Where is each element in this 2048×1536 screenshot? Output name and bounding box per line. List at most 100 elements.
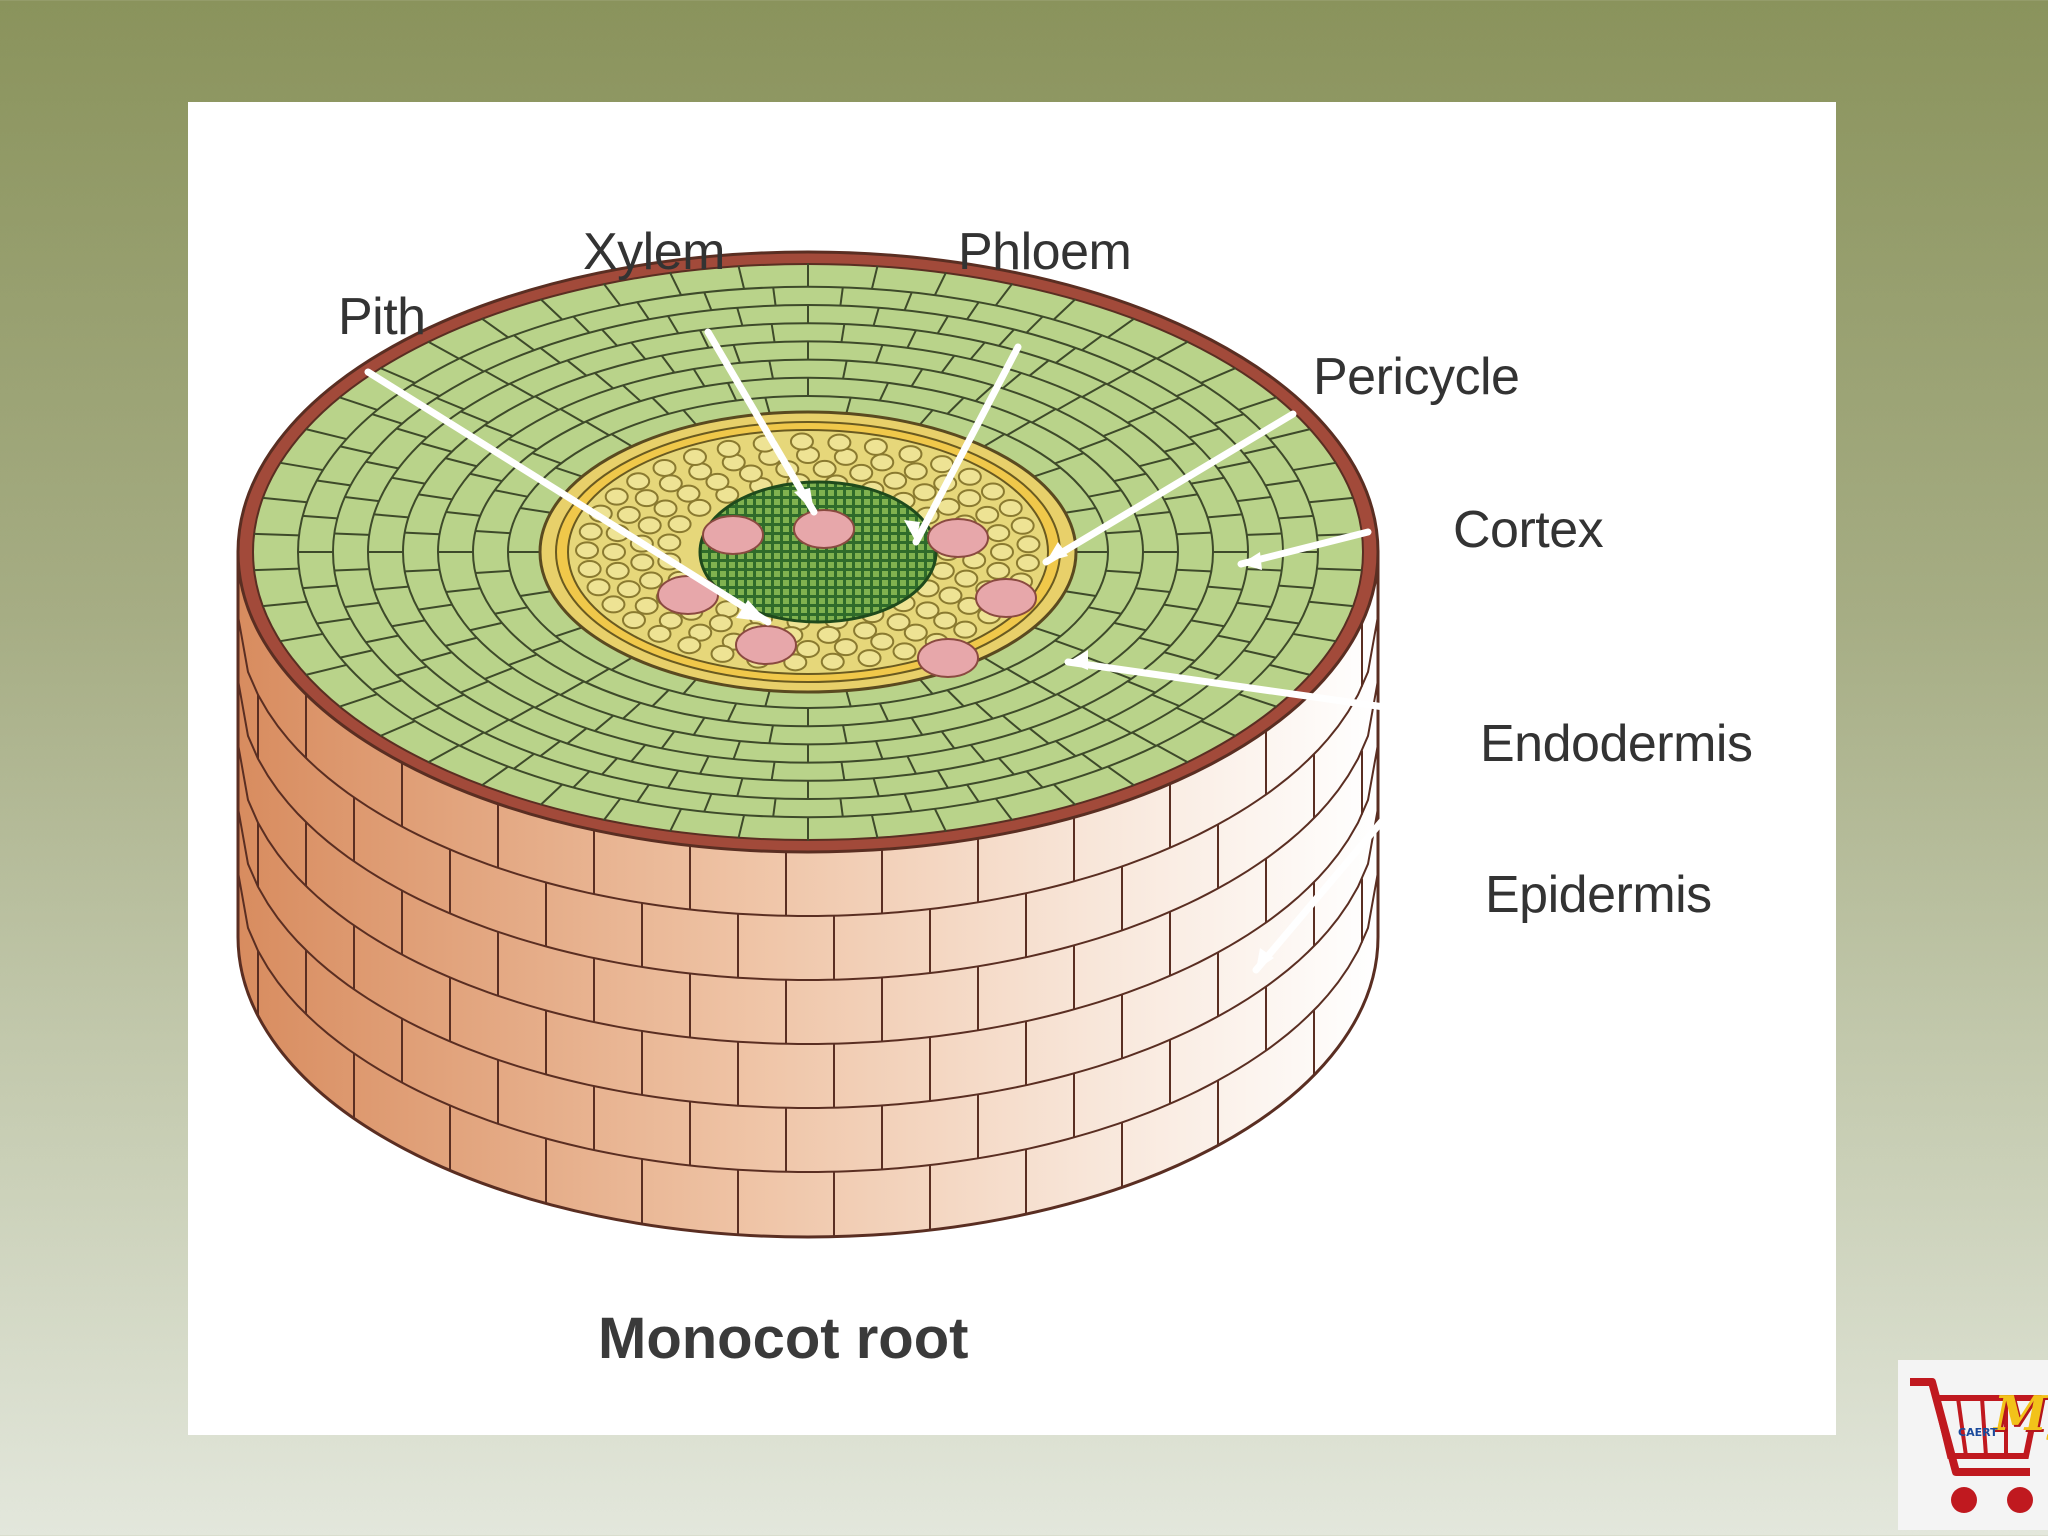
cortex-cell-wall (622, 702, 642, 720)
cortex-cell-wall (420, 442, 453, 453)
cortex-cell-wall (651, 397, 670, 415)
cortex-cell-wall (1207, 513, 1243, 519)
cortex-cell-wall (1106, 370, 1132, 386)
cortex-cell-wall (878, 382, 890, 401)
stele-cell (883, 471, 908, 490)
cortex-cell-wall (870, 265, 879, 290)
cortex-cell-wall (602, 283, 622, 307)
cortex-cell-wall (910, 368, 924, 387)
cortex-cell-wall (420, 651, 453, 662)
cortex-cell-wall (559, 680, 585, 696)
cortex-cell-wall (254, 567, 300, 572)
cortex-cell-wall (396, 427, 428, 439)
stele-cell (886, 613, 911, 632)
cortex-cell-wall (1006, 420, 1031, 437)
stele-cell (634, 596, 659, 615)
cortex-cell-wall (906, 755, 917, 775)
cortex-cell-wall (509, 706, 535, 722)
cortex-cell-wall (982, 433, 1005, 448)
cortex-cell-wall (1163, 603, 1198, 611)
cortex-cell-wall (1163, 651, 1196, 662)
cortex-cell-wall (539, 347, 561, 364)
cortex-cell-wall (572, 315, 591, 334)
cortex-cell-wall (1127, 680, 1156, 694)
cortex-cell-wall (1031, 408, 1057, 424)
cortex-cell-wall (878, 703, 890, 722)
cortex-cell-wall (1138, 457, 1171, 468)
cortex-cell-wall (1190, 476, 1225, 485)
cortex-cell-wall (770, 761, 776, 781)
stele-cell (710, 644, 735, 663)
cortex-cell-wall (340, 445, 373, 455)
cortex-cell-wall (840, 323, 846, 343)
cortex-cell-wall (1135, 587, 1171, 593)
stele-cell (975, 505, 1000, 524)
cortex-cell-wall (534, 693, 560, 709)
cortex-cell-wall (1292, 632, 1337, 643)
stele-cell (676, 484, 701, 503)
cortex-cell-wall (539, 783, 563, 806)
cortex-cell-wall (585, 667, 610, 684)
cortex-cell-wall (918, 678, 934, 695)
cortex-cell-wall (427, 340, 460, 360)
stele-cell (634, 489, 659, 508)
cortex-cell-wall (1088, 489, 1122, 498)
cortex-cell-wall (520, 507, 552, 514)
cortex-cell-wall (682, 678, 698, 695)
cortex-cell-wall (703, 793, 713, 813)
cortex-cell-wall (316, 479, 351, 487)
cortex-cell-wall (602, 797, 622, 821)
cortex-cell-wall (1135, 511, 1171, 517)
xylem-vessel (735, 625, 797, 665)
cortex-cell-wall (305, 663, 347, 676)
cortex-cell-wall (1308, 600, 1354, 608)
stele-cell (957, 489, 982, 508)
cortex-cell-wall (1200, 367, 1237, 384)
cortex-cell-wall (692, 717, 706, 736)
cortex-cell-wall (391, 619, 426, 628)
cortex-cell-wall (339, 396, 378, 411)
stele-cell (903, 462, 928, 481)
stele-cell (930, 455, 955, 474)
xylem-vessel (927, 518, 989, 558)
cortex-cell-wall (1054, 452, 1085, 465)
cortex-cell-wall (946, 397, 965, 415)
cortex-cell-wall (1278, 514, 1314, 520)
epidermis-cell-row (237, 615, 1379, 917)
cortex-cell-wall (839, 798, 844, 817)
logo-subtext: CAERT (1958, 1426, 1998, 1439)
cortex-cell-wall (667, 315, 680, 334)
stele-cell (849, 463, 874, 482)
cortex-cell-wall (1190, 619, 1225, 628)
cortex-cell-wall (1025, 315, 1044, 334)
cortex-cell-wall (513, 334, 535, 352)
stele-cell (653, 499, 678, 518)
epidermis-cell-row (237, 679, 1379, 981)
cortex-cell-wall (1107, 765, 1135, 787)
cortex-cell-wall (1081, 706, 1107, 722)
cortex-cell-wall (1002, 714, 1022, 732)
xylem-vessel (917, 638, 979, 678)
label-pith: Pith (338, 288, 426, 346)
stele-cell (796, 640, 820, 658)
cortex-cell-wall (1055, 347, 1077, 364)
cortex-cell-wall (1033, 466, 1061, 478)
cortex-cell-wall (1064, 507, 1096, 514)
cortex-cell-wall (418, 603, 453, 611)
cortex-cell-wall (411, 383, 440, 398)
xylem-vessel (793, 509, 855, 549)
cortex-cell-wall (539, 740, 561, 757)
cortex-cell-wall (460, 680, 489, 694)
cortex-cell-wall (334, 568, 370, 572)
cortex-cell-wall (1246, 568, 1282, 572)
cortex-cell-wall (726, 382, 738, 401)
stele-cell (658, 474, 683, 493)
cortex-cell-wall (484, 424, 514, 437)
cortex-cell-wall (732, 344, 741, 364)
cortex-cell-wall (520, 590, 552, 597)
cortex-cell-wall (379, 367, 416, 384)
cortex-cell-wall (1113, 621, 1147, 632)
stele-cell (639, 571, 664, 590)
logo-text: My (1994, 1386, 2048, 1442)
cortex-cell-wall (872, 777, 880, 797)
